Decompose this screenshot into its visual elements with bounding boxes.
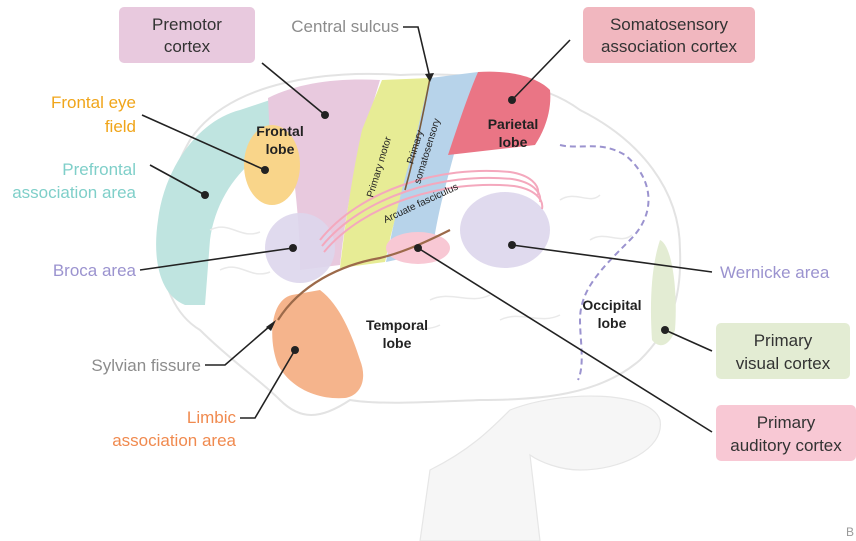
leader-limbic-dot <box>291 346 299 354</box>
occipital-boundary <box>559 144 650 381</box>
broca-region <box>265 213 335 283</box>
corner-mark: B <box>846 525 854 539</box>
sylvian-label: Sylvian fissure <box>91 356 201 375</box>
premotor-region <box>268 79 380 270</box>
leader-central-sulcus <box>403 26 431 79</box>
frontal-lobe-label-line2: lobe <box>266 141 295 157</box>
occipital-lobe-label-line2: lobe <box>598 315 627 331</box>
leader-frontal-eye <box>141 114 266 171</box>
prefrontal-area <box>156 100 270 305</box>
leader-premotor <box>261 62 326 116</box>
leader-prefrontal <box>149 164 206 196</box>
leader-somatosensory-dot <box>508 96 516 104</box>
arcuate-fasciculus-line-2 <box>321 176 542 247</box>
temporal-lobe-label-line2: lobe <box>383 335 412 351</box>
parietal-lobe-label-line1: Parietal <box>488 116 539 132</box>
arcuate-fasciculus-line-3 <box>323 183 544 253</box>
leader-sylvian <box>205 325 271 366</box>
leader-primary-auditory <box>417 247 713 433</box>
leader-broca <box>139 247 294 271</box>
primary-visual-label-line1: Primary <box>754 331 813 350</box>
broca-label: Broca area <box>53 261 137 280</box>
frontal-eye-label-line2: field <box>105 117 136 136</box>
primary-somatosensory-strip <box>386 72 478 262</box>
central-sulcus-arrowhead <box>425 73 434 82</box>
somatosensory-assoc-label-line2: association cortex <box>601 37 738 56</box>
arcuate-fasciculus-line-1 <box>319 169 540 241</box>
occipital-lobe-label-line1: Occipital <box>582 297 641 313</box>
sylvian-arrowhead <box>266 320 276 331</box>
leader-wernicke-dot <box>508 241 516 249</box>
central-sulcus-label: Central sulcus <box>291 17 399 36</box>
leader-frontal-eye-dot <box>261 166 269 174</box>
primary-auditory-label-line2: auditory cortex <box>730 436 842 455</box>
leader-limbic <box>240 349 296 419</box>
wernicke-region <box>460 192 550 268</box>
frontal-lobe-label-line1: Frontal <box>256 123 303 139</box>
leader-prefrontal-dot <box>201 191 209 199</box>
somatosensory-assoc-label-box <box>583 7 755 63</box>
leader-somatosensory <box>511 39 571 101</box>
primary-auditory-label-line1: Primary <box>757 413 816 432</box>
prefrontal-label-line1: Prefrontal <box>62 160 136 179</box>
primary-visual-label-box <box>716 323 850 379</box>
primary-visual-label-line2: visual cortex <box>736 354 831 373</box>
premotor-label-box <box>119 7 255 63</box>
premotor-label-line2: cortex <box>164 37 211 56</box>
leader-primary-visual-dot <box>661 326 669 334</box>
leader-premotor-dot <box>321 111 329 119</box>
frontal-eye-field-region <box>244 125 300 205</box>
wernicke-label: Wernicke area <box>720 263 830 282</box>
leader-primary-visual <box>664 329 713 352</box>
parietal-region <box>448 71 551 155</box>
limbic-region <box>272 290 364 399</box>
central-sulcus-line <box>404 77 431 191</box>
parietal-lobe-label-line2: lobe <box>499 134 528 150</box>
somatosensory-assoc-label-line1: Somatosensory <box>610 15 729 34</box>
primary-auditory-label-box <box>716 405 856 461</box>
sylvian-fissure <box>277 229 451 321</box>
frontal-eye-label-line1: Frontal eye <box>51 93 136 112</box>
premotor-label-line1: Premotor <box>152 15 222 34</box>
prefrontal-label-line2: association area <box>12 183 136 202</box>
cerebellum <box>419 395 661 541</box>
leader-primary-auditory-dot <box>414 244 422 252</box>
leader-wernicke <box>511 244 713 273</box>
limbic-label-line1: Limbic <box>187 408 237 427</box>
leader-broca-dot <box>289 244 297 252</box>
limbic-label-line2: association area <box>112 431 236 450</box>
temporal-lobe-label-line1: Temporal <box>366 317 428 333</box>
primary-motor-strip <box>340 78 430 268</box>
